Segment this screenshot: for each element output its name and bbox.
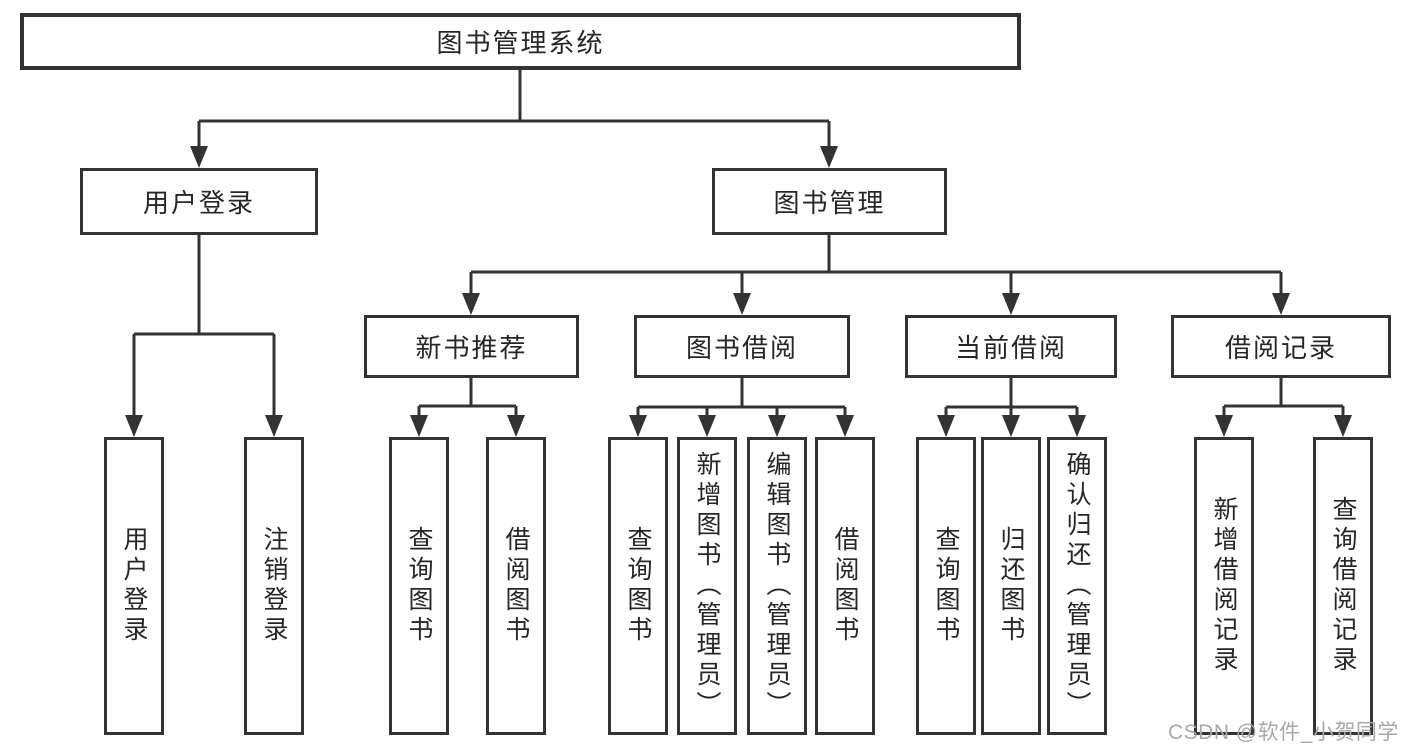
node-leaf-confirm-return-admin: 确认归还（管理员） <box>1047 437 1107 735</box>
node-label: 查询图书 <box>624 526 652 646</box>
node-leaf-current-query-books: 查询图书 <box>916 437 976 735</box>
node-label: 归还图书 <box>997 526 1025 646</box>
node-label: 当前借阅 <box>954 333 1067 363</box>
node-leaf-borrow-borrow-books: 借阅图书 <box>815 437 875 735</box>
node-label: 新书推荐 <box>415 333 528 363</box>
node-borrow-records: 借阅记录 <box>1171 315 1391 378</box>
csdn-watermark: CSDN @软件_小贺同学 <box>1168 721 1399 744</box>
node-label: 新增图书（管理员） <box>693 451 721 721</box>
node-user-login-group: 用户登录 <box>80 168 318 235</box>
node-label: 新增借阅记录 <box>1210 496 1238 676</box>
node-label: 借阅记录 <box>1224 333 1337 363</box>
node-label: 确认归还（管理员） <box>1063 451 1091 721</box>
node-label: 借阅图书 <box>502 526 530 646</box>
node-root: 图书管理系统 <box>20 13 1021 70</box>
node-label: 用户登录 <box>142 188 255 218</box>
node-label: 查询图书 <box>932 526 960 646</box>
node-label: 注销登录 <box>260 526 288 646</box>
node-leaf-query-borrow-record: 查询借阅记录 <box>1313 437 1373 735</box>
node-leaf-return-books: 归还图书 <box>981 437 1041 735</box>
node-leaf-recommend-borrow-books: 借阅图书 <box>486 437 546 735</box>
node-leaf-borrow-query-books: 查询图书 <box>608 437 668 735</box>
node-label: 借阅图书 <box>831 526 859 646</box>
node-label: 查询借阅记录 <box>1329 496 1357 676</box>
node-leaf-user-login: 用户登录 <box>104 437 164 735</box>
node-book-management-group: 图书管理 <box>712 168 947 235</box>
node-label: 用户登录 <box>120 526 148 646</box>
node-current-borrow: 当前借阅 <box>905 315 1117 378</box>
node-leaf-edit-books-admin: 编辑图书（管理员） <box>747 437 807 735</box>
node-leaf-logout: 注销登录 <box>244 437 304 735</box>
node-new-book-recommend: 新书推荐 <box>364 315 579 378</box>
node-label: 编辑图书（管理员） <box>763 451 791 721</box>
node-label: 图书借阅 <box>685 333 798 363</box>
node-leaf-add-books-admin: 新增图书（管理员） <box>677 437 737 735</box>
node-book-borrow: 图书借阅 <box>634 315 850 378</box>
node-leaf-add-borrow-record: 新增借阅记录 <box>1194 437 1254 735</box>
node-label: 图书管理系统 <box>436 28 605 58</box>
node-label: 图书管理 <box>773 188 886 218</box>
node-label: 查询图书 <box>405 526 433 646</box>
node-leaf-recommend-query-books: 查询图书 <box>389 437 449 735</box>
